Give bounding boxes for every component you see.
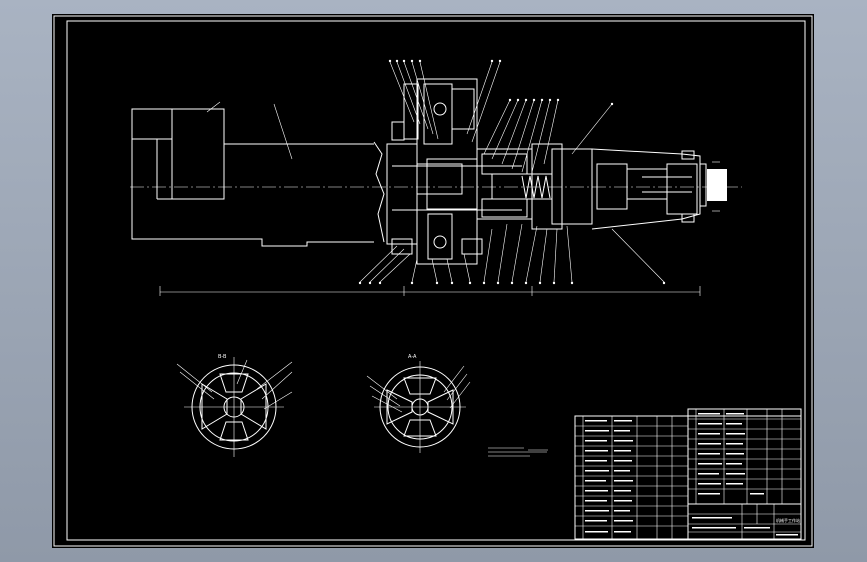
technical-notes [488, 447, 548, 457]
inner-frame [66, 20, 806, 541]
outer-frame [53, 15, 813, 547]
main-assembly-view [130, 59, 742, 296]
section-bb-label: B-B [218, 354, 227, 360]
drawing-canvas: B-B A [53, 15, 813, 547]
section-aa-label: A-A [408, 354, 417, 360]
drawing-sheet: B-B A [52, 14, 814, 548]
section-view-aa: A-A [366, 354, 471, 453]
parts-list-table: 机械手工作站 [574, 408, 802, 540]
drawing-name-text: 机械手工作站 [776, 517, 800, 523]
section-view-bb: B-B [176, 354, 293, 457]
